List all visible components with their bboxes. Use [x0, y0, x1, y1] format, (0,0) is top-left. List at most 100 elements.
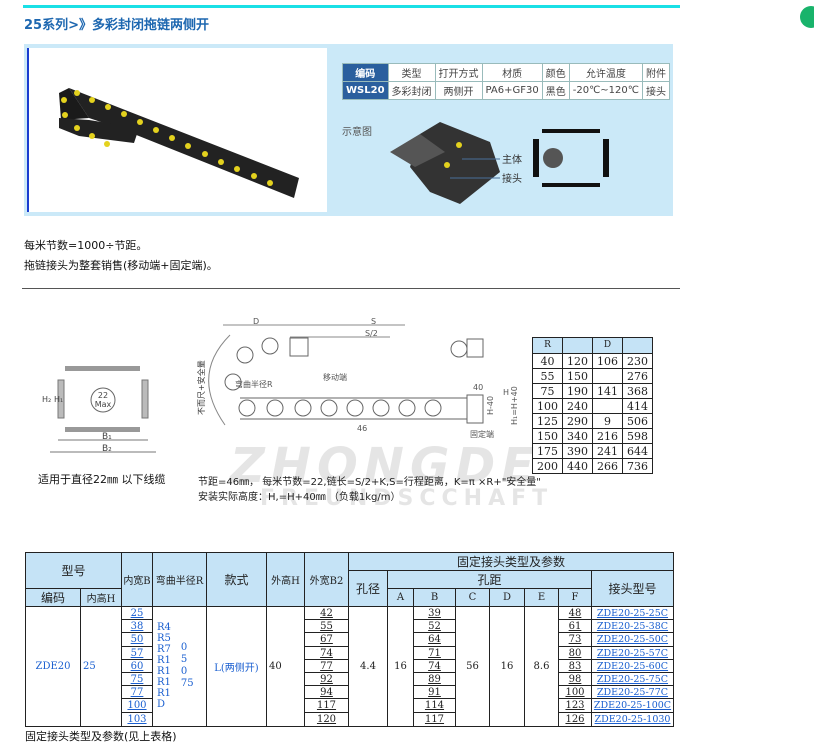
col-b: B [413, 588, 456, 607]
r-table-cell: 736 [622, 458, 653, 474]
cell-outer-b2-value: 94 [305, 686, 348, 700]
r-table-cell: 150 [532, 428, 563, 444]
r-table-cell: 125 [532, 413, 563, 429]
watermark: FREUNDSCCHAFT [260, 486, 554, 511]
cell-inner-b-value: 50 [122, 633, 152, 647]
col-style: 款式 [206, 552, 267, 607]
chain-photo [27, 48, 327, 212]
max-label: Max [95, 400, 112, 409]
cell-outer-b2-value: 67 [305, 633, 348, 647]
cell-code: ZDE20 [25, 606, 81, 727]
r-table-cell: 100 [532, 398, 563, 414]
cell-f-value: 73 [559, 633, 591, 647]
r-table-cell: 40 [532, 353, 563, 369]
cell-joint-value: ZDE20-25-60C [592, 660, 673, 673]
cell-joint-value: ZDE20-25-75C [592, 673, 673, 687]
r-table-cell: 368 [622, 383, 653, 399]
cell-b-value: 114 [414, 699, 455, 713]
r-table-cell: 141 [592, 383, 623, 399]
col-model: 型号 [25, 552, 122, 589]
r-table-cell: 216 [592, 428, 623, 444]
cell-b-value: 74 [414, 660, 455, 673]
cell-joint-value: ZDE20-25-1030 [594, 713, 671, 725]
cell-outer-h: 40 [266, 606, 305, 727]
r-table-cell: 75 [532, 383, 563, 399]
r-table-header [622, 337, 653, 354]
spec-value: 接头 [642, 81, 670, 100]
pitch-label: 46 [357, 424, 367, 433]
footer-note: 固定接头类型及参数(见上表格) [25, 730, 177, 743]
cell-joint-value: ZDE20-25-50C [592, 633, 673, 647]
page-title: 25系列>》多彩封闭拖链两侧开 [24, 18, 209, 33]
r-table-cell: 276 [622, 368, 653, 384]
spec-value: 多彩封闭 [387, 81, 436, 100]
spec-header: 打开方式 [434, 63, 483, 82]
cell-outer-b2-value: 42 [305, 607, 348, 621]
cell-style: L(两侧开) [206, 606, 267, 727]
cell-b-value: 91 [414, 686, 455, 700]
r-table-cell: 644 [622, 443, 653, 459]
part-label-body: 主体 [502, 154, 522, 166]
col-a: A [387, 588, 414, 607]
fixed-end-label: 固定端 [470, 429, 494, 439]
dim-s-half: S/2 [365, 329, 378, 338]
formula-line: 安装实际高度：H,=H+40㎜ （负载1kg/m） [198, 492, 401, 503]
col-fixed-joint: 固定接头类型及参数 [348, 552, 674, 571]
spec-value: -20℃~120℃ [568, 81, 644, 100]
safety-label: 不而尺+安全量 [196, 360, 206, 415]
r-table-cell: 440 [562, 458, 593, 474]
formula-line: 节距=46㎜， 每米节数=22,链长=S/2+K,S=行程距离，K=π ×R+"… [198, 477, 541, 488]
spec-value: PA6+GF30 [481, 81, 543, 100]
r-table-cell: 150 [562, 368, 593, 384]
col-hole-dia: 孔径 [348, 570, 388, 607]
cable-note: 适用于直径22㎜ 以下线缆 [38, 473, 166, 486]
col-hole-dist: 孔距 [387, 570, 592, 589]
top-rule [23, 5, 680, 8]
r-table-cell: 106 [592, 353, 623, 369]
cell-joint-value: ZDE20-25-100C [592, 700, 673, 713]
col-f: F [558, 588, 592, 607]
r-table-cell: 9 [592, 413, 623, 429]
cell-joint-value: ZDE20-25-77C [592, 686, 673, 700]
spec-header: 类型 [387, 63, 436, 82]
cell-f-value: 61 [559, 620, 591, 634]
r-table-cell: 340 [562, 428, 593, 444]
cell-inner-b-value: 60 [122, 660, 152, 673]
col-outer-h: 外高H [266, 552, 305, 607]
r-table-cell: 55 [532, 368, 563, 384]
r-table-cell [592, 368, 623, 384]
drag-chain-image [59, 88, 299, 198]
cell-inner-b-value: 100 [122, 699, 152, 713]
bend-radius-label: 弯曲半径R [235, 379, 273, 389]
cell-b-value: 64 [414, 633, 455, 647]
r-table-cell: 266 [592, 458, 623, 474]
dim-h1: H₁=H+40 [510, 386, 519, 425]
app-badge-icon[interactable] [800, 6, 814, 28]
spec-value: WSL20 [342, 81, 389, 100]
parameter-table: 型号 内宽B 弯曲半径R 款式 外高H 外宽B2 固定接头类型及参数 孔径 孔距… [25, 552, 674, 727]
cell-outer-b2-value: 92 [305, 673, 348, 687]
cross-section-diagram: 22 Max B₁ B₂ H₂ H₁ [42, 366, 156, 454]
cell-outer-b2-value: 117 [305, 699, 348, 713]
cell-c: 56 [455, 606, 490, 727]
dim-h-40: H-40 [486, 396, 495, 415]
cell-f-value: 100 [559, 686, 591, 700]
cell-joint-value: ZDE20-25-57C [592, 647, 673, 660]
cell-outer-b2-value: 55 [305, 620, 348, 634]
dim-h2: H₂ [42, 395, 51, 404]
r-table-cell: 414 [622, 398, 653, 414]
cell-b-value: 39 [414, 607, 455, 621]
r-table-cell: 120 [562, 353, 593, 369]
dim-b1: B₁ [102, 432, 112, 442]
